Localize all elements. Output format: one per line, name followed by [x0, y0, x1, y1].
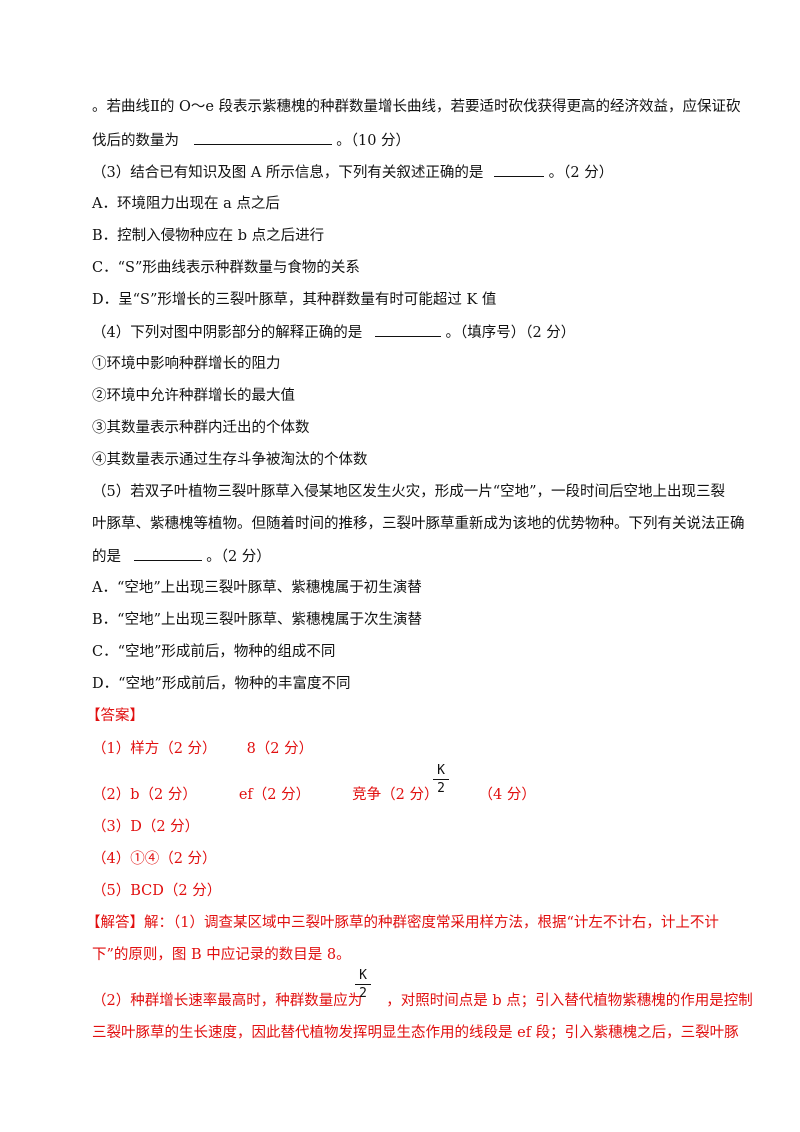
analysis-line: 下”的原则，图 B 中应记录的数目是 8。	[92, 947, 351, 963]
analysis-line: 【解答】解：（1）调查某区域中三裂叶豚草的种群密度常采用样方法，根据“计左不计右…	[86, 913, 719, 933]
question-5-line: 的是 。（2 分）	[92, 546, 271, 567]
text-fragment: 8（2 分）	[246, 741, 314, 757]
text-fragment: 。（2 分）	[206, 549, 271, 565]
text-fragment: 的是	[92, 549, 121, 565]
option-3: ③其数量表示种群内迁出的个体数	[92, 420, 310, 436]
answer-2: （2）b（2 分） ef（2 分） 竞争（2 分） （4 分）	[92, 785, 536, 805]
option-a: A．环境阻力出现在 a 点之后	[92, 196, 280, 212]
text-fragment: 伐后的数量为	[92, 133, 179, 149]
text-fragment: （3）结合已有知识及图 A 所示信息，下列有关叙述正确的是	[92, 165, 484, 181]
analysis-line: （2）种群增长速率最高时，种群数量应为 ，对照时间点是 b 点；引入替代植物紫穗槐…	[92, 991, 753, 1011]
option-c: C．“S”形曲线表示种群数量与食物的关系	[92, 260, 360, 276]
text-fragment: ef（2 分）	[238, 787, 311, 803]
option-b: B．“空地”上出现三裂叶豚草、紫穗槐属于次生演替	[92, 612, 422, 628]
answer-blank	[374, 322, 441, 337]
fraction-numerator: K	[359, 968, 367, 983]
text-fragment: （2）种群增长速率最高时，种群数量应为	[92, 993, 363, 1009]
option-d: D．呈“S”形增长的三裂叶豚草，其种群数量有时可能超过 K 值	[92, 292, 497, 308]
option-b: B．控制入侵物种应在 b 点之后进行	[92, 228, 325, 244]
analysis-heading: 【解答】	[86, 915, 144, 931]
text-line: 伐后的数量为 。（10 分）	[92, 130, 410, 151]
option-a: A．“空地”上出现三裂叶豚草、紫穗槐属于初生演替	[92, 580, 422, 596]
question-5-line: 叶豚草、紫穗槐等植物。但随着时间的推移，三裂叶豚草重新成为该地的优势物种。下列有…	[92, 516, 745, 532]
fraction-denominator: 2	[359, 986, 367, 1001]
text-fragment: 。（2 分）	[548, 165, 614, 181]
text-fragment: （1）样方（2 分）	[92, 741, 217, 757]
text-fragment: 解：（1）调查某区域中三裂叶豚草的种群密度常采用样方法，根据“计左不计右，计上不…	[144, 915, 719, 931]
answer-4: （4）①④（2 分）	[92, 851, 217, 867]
text-fragment: （4 分）	[478, 787, 536, 803]
question-3: （3）结合已有知识及图 A 所示信息，下列有关叙述正确的是 。（2 分）	[92, 162, 613, 183]
fraction-numerator: K	[437, 763, 445, 778]
fraction-k-over-2: K 2	[433, 763, 449, 796]
answer-blank	[193, 130, 332, 145]
fraction-denominator: 2	[437, 781, 445, 796]
text-fragment: 。（填序号）（2 分）	[445, 325, 576, 341]
option-1: ①环境中影响种群增长的阻力	[92, 356, 281, 372]
answer-1: （1）样方（2 分） 8（2 分）	[92, 739, 313, 759]
text-fragment: 竞争（2 分）	[352, 787, 439, 803]
question-5-line: （5）若双子叶植物三裂叶豚草入侵某地区发生火灾，形成一片“空地”，一段时间后空地…	[92, 484, 726, 500]
text-fragment: ，对照时间点是 b 点；引入替代植物紫穗槐的作用是控制	[386, 993, 753, 1009]
analysis-line: 三裂叶豚草的生长速度，因此替代植物发挥明显生态作用的线段是 ef 段；引入紫穗槐…	[92, 1025, 739, 1041]
answer-5: （5）BCD（2 分）	[92, 883, 222, 899]
option-2: ②环境中允许种群增长的最大值	[92, 388, 295, 404]
text-fragment: （2）b（2 分）	[92, 787, 197, 803]
text-fragment: （4）下列对图中阴影部分的解释正确的是	[92, 325, 363, 341]
answer-heading: 【答案】	[86, 708, 144, 724]
fraction-k-over-2: K 2	[355, 968, 371, 1001]
option-4: ④其数量表示通过生存斗争被淘汰的个体数	[92, 452, 368, 468]
question-4: （4）下列对图中阴影部分的解释正确的是 。（填序号）（2 分）	[92, 322, 575, 343]
text-line: 。若曲线Ⅱ的 O～e 段表示紫穗槐的种群数量增长曲线，若要适时砍伐获得更高的经济…	[92, 99, 741, 115]
text-fragment: 。（10 分）	[336, 133, 411, 149]
option-d: D．“空地”形成前后，物种的丰富度不同	[92, 676, 351, 692]
answer-3: （3）D（2 分）	[92, 819, 200, 835]
answer-blank	[133, 546, 202, 561]
option-c: C．“空地”形成前后，物种的组成不同	[92, 644, 336, 660]
answer-blank	[494, 162, 545, 177]
